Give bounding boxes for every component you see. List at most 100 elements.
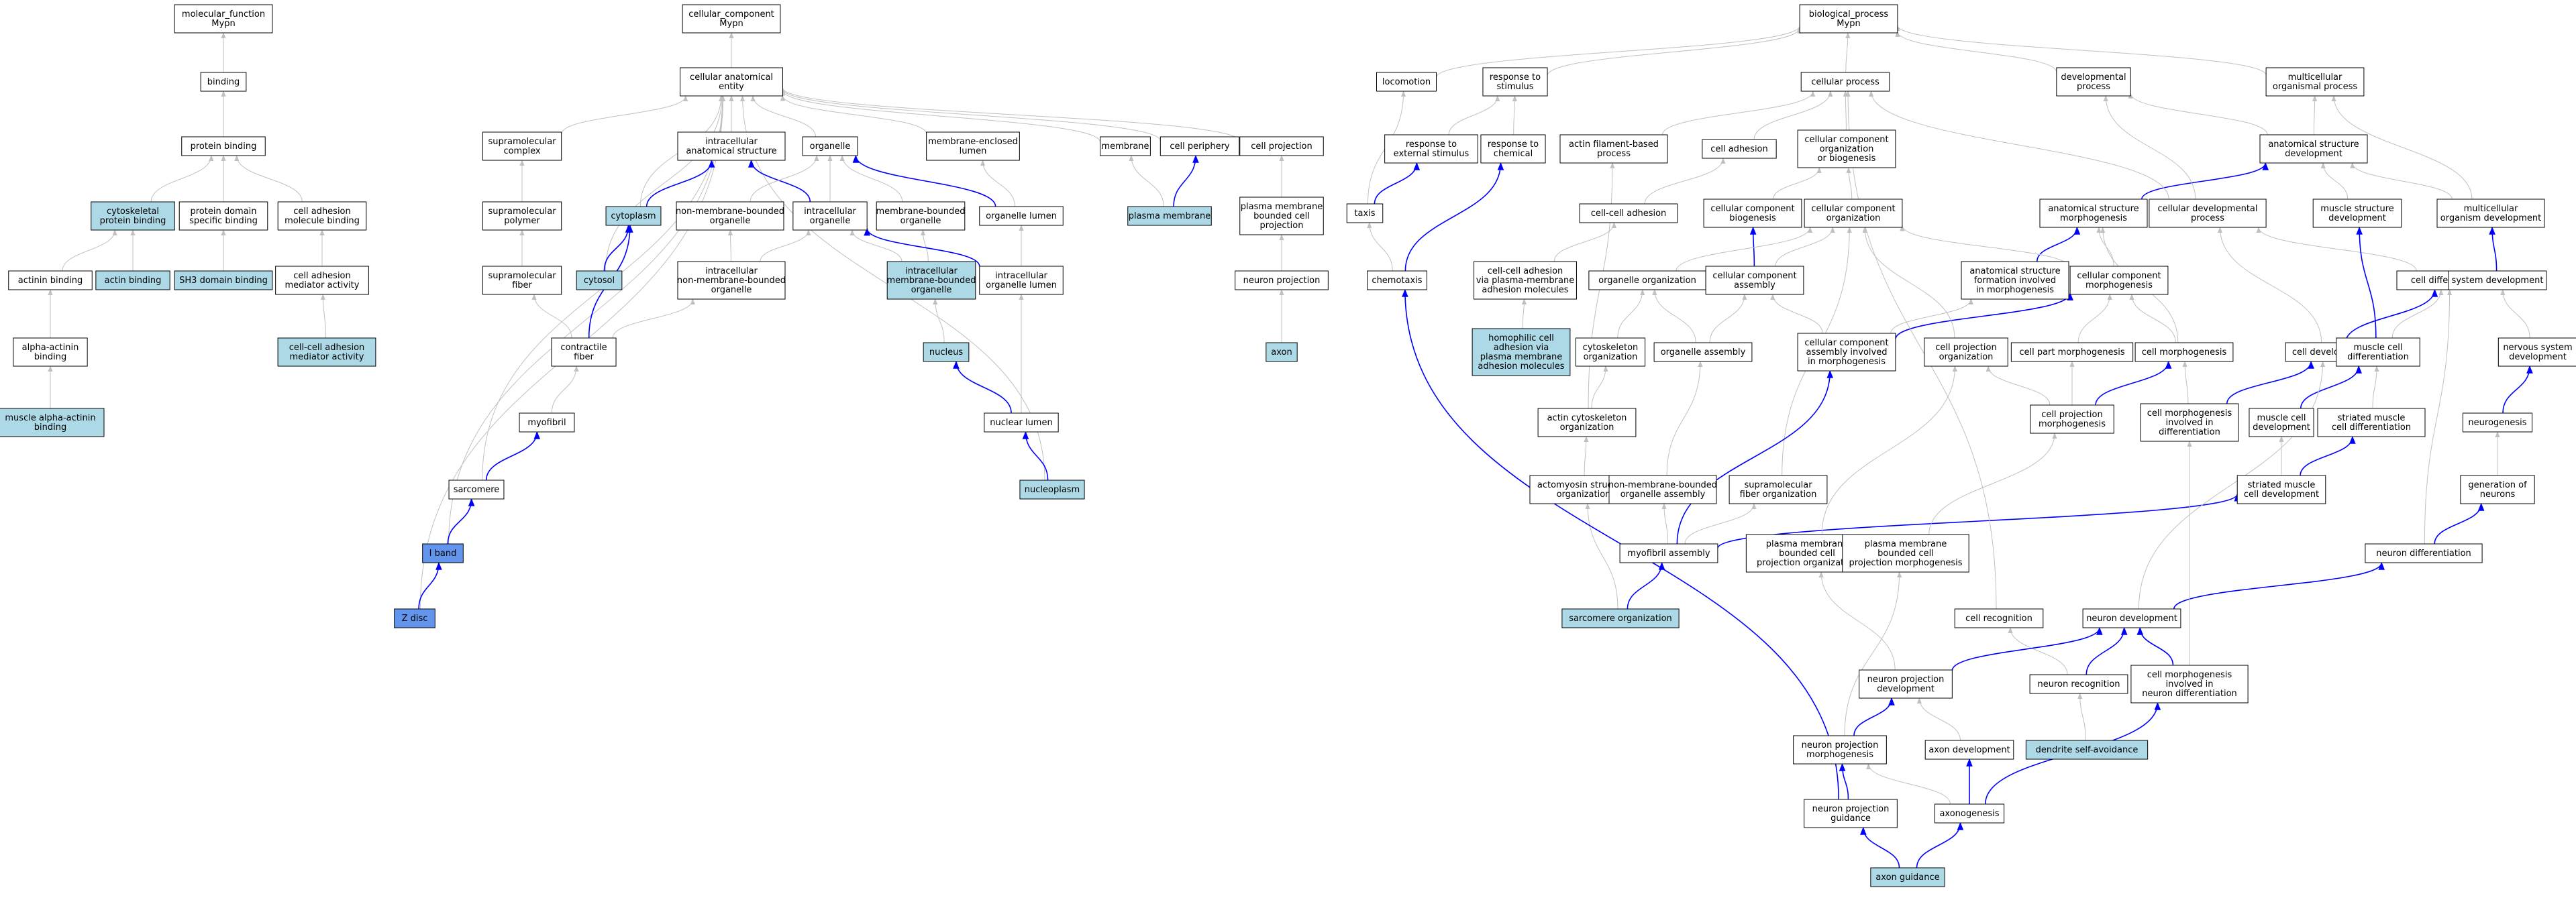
node-label-line: sarcomere — [454, 485, 500, 495]
node-label-line: biological_process — [1809, 9, 1889, 19]
node-label-line: development — [2253, 423, 2310, 433]
go-term-node-protein_binding: protein binding — [181, 136, 266, 156]
node-box — [1127, 206, 1212, 226]
node-box — [1472, 328, 1571, 376]
node-box — [1480, 134, 1546, 164]
node-label-line: organelle lumen — [986, 280, 1057, 290]
node-label-line: fiber — [512, 280, 532, 290]
edge-pm-to-cperiph — [1173, 154, 1199, 207]
go-term-node-myofibril: myofibril — [519, 412, 575, 433]
node-label-line: non-membrane-bounded — [1608, 480, 1717, 490]
node-box — [677, 131, 786, 161]
go-term-node-iband: I band — [422, 543, 464, 563]
node-label-line: morphogenesis — [2039, 419, 2106, 429]
node-label-line: bounded cell — [1253, 211, 1310, 221]
node-label-line: response to — [1488, 139, 1539, 150]
edge-cdp-to-cproc — [1869, 91, 2169, 200]
edge-nrec-to-ndev — [2085, 626, 2128, 675]
node-label-line: assembly — [1734, 280, 1775, 290]
go-term-node-sarcomere: sarcomere — [448, 480, 505, 500]
node-label-line: neuron development — [2086, 614, 2177, 624]
node-label-line: organization — [1557, 490, 1611, 500]
node-box — [0, 408, 105, 437]
node-box — [2056, 67, 2131, 97]
edge-pmbcpm-to-cpmorph — [1928, 433, 2057, 535]
edge-mod-to-asd — [2350, 162, 2453, 200]
edge-mop-to-bp — [1895, 24, 2267, 76]
node-label-line: cellular process — [1811, 77, 1879, 87]
node-label-line: supramolecular — [488, 271, 556, 281]
node-box — [482, 201, 562, 231]
node-box — [275, 266, 369, 295]
node-box — [1235, 270, 1329, 290]
edge-sorg-to-mfa — [1627, 561, 1665, 610]
node-label-line: cell projection — [1251, 142, 1312, 152]
node-box — [1729, 475, 1828, 504]
node-label-line: molecule binding — [285, 216, 360, 226]
edge-iband-to-cae — [448, 95, 725, 545]
go-term-node-cperiph: cell periphery — [1160, 136, 1240, 156]
edge-iband-to-sarcomere — [447, 498, 475, 545]
node-label-line: cellular component — [1804, 338, 1888, 348]
node-label-line: neuron projection — [1802, 740, 1879, 750]
edge-ccob-to-cproc — [1843, 91, 1848, 131]
node-label-line: system development — [2452, 276, 2544, 286]
node-box — [1961, 261, 2069, 300]
node-box — [2130, 665, 2249, 704]
edge-cdev-to-cdiff — [2345, 288, 2438, 343]
node-box — [682, 4, 781, 34]
go-term-node-sorg: sarcomere organization — [1561, 608, 1680, 628]
node-box — [1870, 867, 1945, 887]
go-term-node-membrane: membrane — [1100, 136, 1151, 156]
go-term-node-zdisc: Z disc — [394, 608, 435, 628]
edge-ccorg-to-ccob — [1846, 167, 1853, 200]
edge-nsd-to-sysdev — [2500, 289, 2530, 339]
node-label-line: actomyosin structure — [1537, 480, 1630, 490]
edge-mod-to-mop — [2331, 95, 2473, 200]
node-label-line: cell adhesion — [293, 271, 351, 281]
edge-asd-to-devproc — [2128, 92, 2268, 135]
edge-cytosol-to-cytoplasm — [603, 224, 632, 272]
node-box — [1842, 534, 1969, 573]
edge-msd-to-asd — [2320, 162, 2349, 200]
node-label-line: cellular_component — [688, 9, 774, 19]
node-label-line: locomotion — [1382, 77, 1431, 87]
go-term-node-cproc: cellular process — [1800, 72, 1890, 92]
go-term-node-oasm: organelle assembly — [1653, 342, 1753, 362]
node-box — [984, 412, 1059, 433]
node-box — [1924, 740, 2014, 760]
node-label-line: cellular component — [1811, 204, 1895, 214]
node-label-line: differentiation — [2347, 352, 2409, 362]
node-label-line: intracellular — [804, 207, 856, 217]
go-term-node-actin_binding: actin binding — [95, 270, 170, 290]
edge-npm-to-npd — [1853, 697, 1895, 736]
node-box — [1934, 803, 2005, 824]
edge-cpmorph-to-cporg — [1986, 366, 2051, 406]
node-label-line: cell projection — [2041, 410, 2102, 420]
node-box — [926, 131, 1020, 161]
node-label-line: via plasma-membrane — [1476, 276, 1574, 286]
edge-nmboa-to-oasm — [1666, 361, 1703, 476]
node-box — [448, 480, 505, 500]
node-box — [482, 266, 562, 295]
node-box — [1703, 199, 1802, 228]
edge-asm-to-asd — [2141, 162, 2269, 200]
go-term-node-cpm: cell part morphogenesis — [2010, 342, 2134, 362]
node-label-line: I band — [429, 549, 457, 559]
go-term-node-actinin_binding: actinin binding — [8, 270, 93, 290]
edge-mbo-to-organelle — [839, 155, 903, 203]
edge-acorg-to-cytoorg — [1591, 366, 1608, 409]
node-box — [1954, 608, 2044, 628]
